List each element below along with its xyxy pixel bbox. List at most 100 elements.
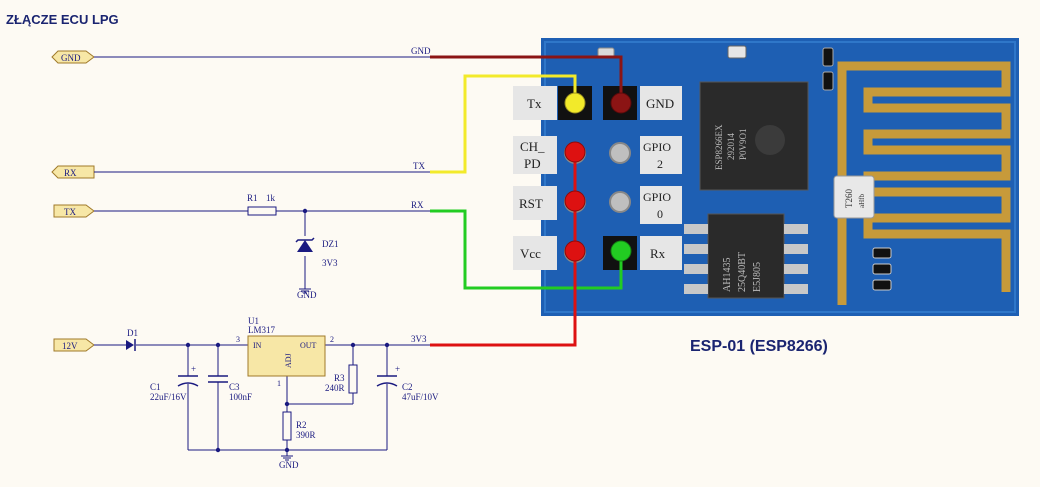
u1-pin3: 3 — [236, 335, 240, 344]
espressif-logo — [755, 125, 785, 155]
wire-rx — [430, 209, 623, 290]
crystal-line1: T260 — [844, 189, 854, 208]
connector-gnd: GND — [51, 50, 95, 64]
net-label-3v3: 3V3 — [411, 334, 427, 344]
connector-12v-shape — [53, 338, 95, 352]
junction-dots — [185, 208, 390, 453]
capacitor-c3: C3 100nF — [208, 375, 252, 402]
pin-gpio2 — [609, 142, 631, 164]
pin-dot-vcc — [564, 240, 586, 262]
pin-gpio0 — [609, 191, 631, 213]
pin-label-tx: Tx — [527, 96, 542, 111]
u1-value: LM317 — [248, 325, 276, 335]
pin-label-rst-box — [513, 186, 557, 220]
capacitor-c2: + C2 47uF/10V — [376, 364, 439, 402]
page-title: ZŁĄCZE ECU LPG — [6, 12, 119, 27]
c1-ref: C1 — [150, 382, 161, 392]
pin-label-chpd-box — [513, 136, 557, 174]
pin-label-vcc-box — [513, 236, 557, 270]
pin-label-rst: RST — [519, 196, 543, 211]
smd-resistor — [822, 47, 834, 67]
r1-value: 1k — [266, 193, 276, 203]
pin-label-rx-box — [640, 236, 682, 270]
connector-tx-shape — [53, 204, 95, 218]
pin-label-tx-box — [513, 86, 557, 120]
pin-dot-chpd — [564, 141, 586, 163]
pin-label-gpio0-line1: GPIO — [643, 190, 671, 204]
wire-tx — [430, 74, 577, 174]
r3-ref: R3 — [334, 373, 345, 383]
pin-label-gpio2-box — [640, 136, 682, 174]
gnd-symbol-dz1 — [299, 288, 311, 294]
smd-resistor — [872, 279, 892, 291]
pin-label-vcc: Vcc — [520, 246, 541, 261]
u1-pin2: 2 — [330, 335, 334, 344]
pin-label-rx: Rx — [650, 246, 666, 261]
smd-resistor — [872, 247, 892, 259]
pin-label-chpd-line2: PD — [524, 156, 541, 171]
resistor-r3: R3 240R — [325, 364, 358, 394]
gnd-label-bottom: GND — [279, 460, 299, 470]
wire-3v3 — [430, 152, 577, 347]
r2-value: 390R — [296, 430, 316, 440]
pin-dot-rst — [564, 190, 586, 212]
connector-12v-label: 12V — [62, 341, 78, 351]
pcb-edge — [544, 41, 1016, 313]
zener-dz1: DZ1 3V3 — [295, 237, 339, 268]
connector-rx-shape — [51, 165, 95, 179]
smd-resistor — [872, 263, 892, 275]
flash-chip — [707, 213, 785, 299]
pin-dot-rx — [610, 240, 632, 262]
connector-gnd-label: GND — [61, 53, 81, 63]
dz1-ref: DZ1 — [322, 239, 339, 249]
connector-12v: 12V — [53, 338, 95, 352]
c2-ref: C2 — [402, 382, 413, 392]
esp01-module: Tx CH_ PD RST Vcc GND GPIO 2 GPIO 0 Rx E… — [513, 38, 1019, 316]
pin-label-gpio0-line2: 0 — [657, 207, 663, 221]
connector-tx-label: TX — [64, 207, 76, 217]
wire-gnd — [430, 55, 623, 103]
dz1-value: 3V3 — [322, 258, 338, 268]
pin-label-gnd: GND — [646, 96, 674, 111]
u1-pin-adj: ADJ — [284, 353, 293, 368]
crystal — [833, 175, 875, 219]
r1-ref: R1 — [247, 193, 258, 203]
gnd-label-dz1: GND — [297, 290, 317, 300]
capacitor-c1: + C1 22uF/16V — [150, 364, 199, 402]
chip1-line3: P0V9O1 — [738, 128, 748, 160]
module-caption: ESP-01 (ESP8266) — [690, 338, 828, 355]
chip1-line1: ESP8266EX — [714, 124, 724, 170]
pin-label-gpio2-line2: 2 — [657, 157, 663, 171]
pin-dot-gnd — [610, 92, 632, 114]
smd-capacitor — [727, 45, 747, 59]
c1-value: 22uF/16V — [150, 392, 187, 402]
resistor-r1: R1 1k — [247, 193, 277, 216]
c2-value: 47uF/10V — [402, 392, 439, 402]
u1-pin-out: OUT — [300, 341, 317, 350]
c3-value: 100nF — [229, 392, 252, 402]
pin-label-chpd-line1: CH_ — [520, 139, 545, 154]
u1-ref: U1 — [248, 316, 259, 326]
r3-value: 240R — [325, 383, 345, 393]
connector-gnd-shape — [51, 50, 95, 64]
c2-plus: + — [395, 364, 400, 374]
c3-ref: C3 — [229, 382, 240, 392]
chip2-line1: AH1435 — [722, 258, 733, 292]
u1-pin1: 1 — [277, 379, 281, 388]
pin-label-gnd-box — [640, 86, 682, 120]
net-label-tx: TX — [413, 161, 425, 171]
chip2-line2: 25Q40BT — [737, 252, 748, 292]
resistor-r2: R2 390R — [282, 411, 316, 441]
c1-plus: + — [191, 364, 196, 374]
flash-chip-legs — [684, 224, 808, 294]
regulator-u1: U1 LM317 IN OUT ADJ 3 2 1 — [236, 316, 334, 388]
net-label-rx: RX — [411, 200, 424, 210]
chip1-line2: 292014 — [726, 133, 736, 161]
d1-ref: D1 — [127, 328, 138, 338]
r2-ref: R2 — [296, 420, 307, 430]
diode-d1: D1 — [126, 328, 138, 351]
connector-rx: RX — [51, 165, 95, 179]
gnd-symbol-bottom — [281, 455, 293, 461]
esp8266-chip — [699, 81, 809, 191]
